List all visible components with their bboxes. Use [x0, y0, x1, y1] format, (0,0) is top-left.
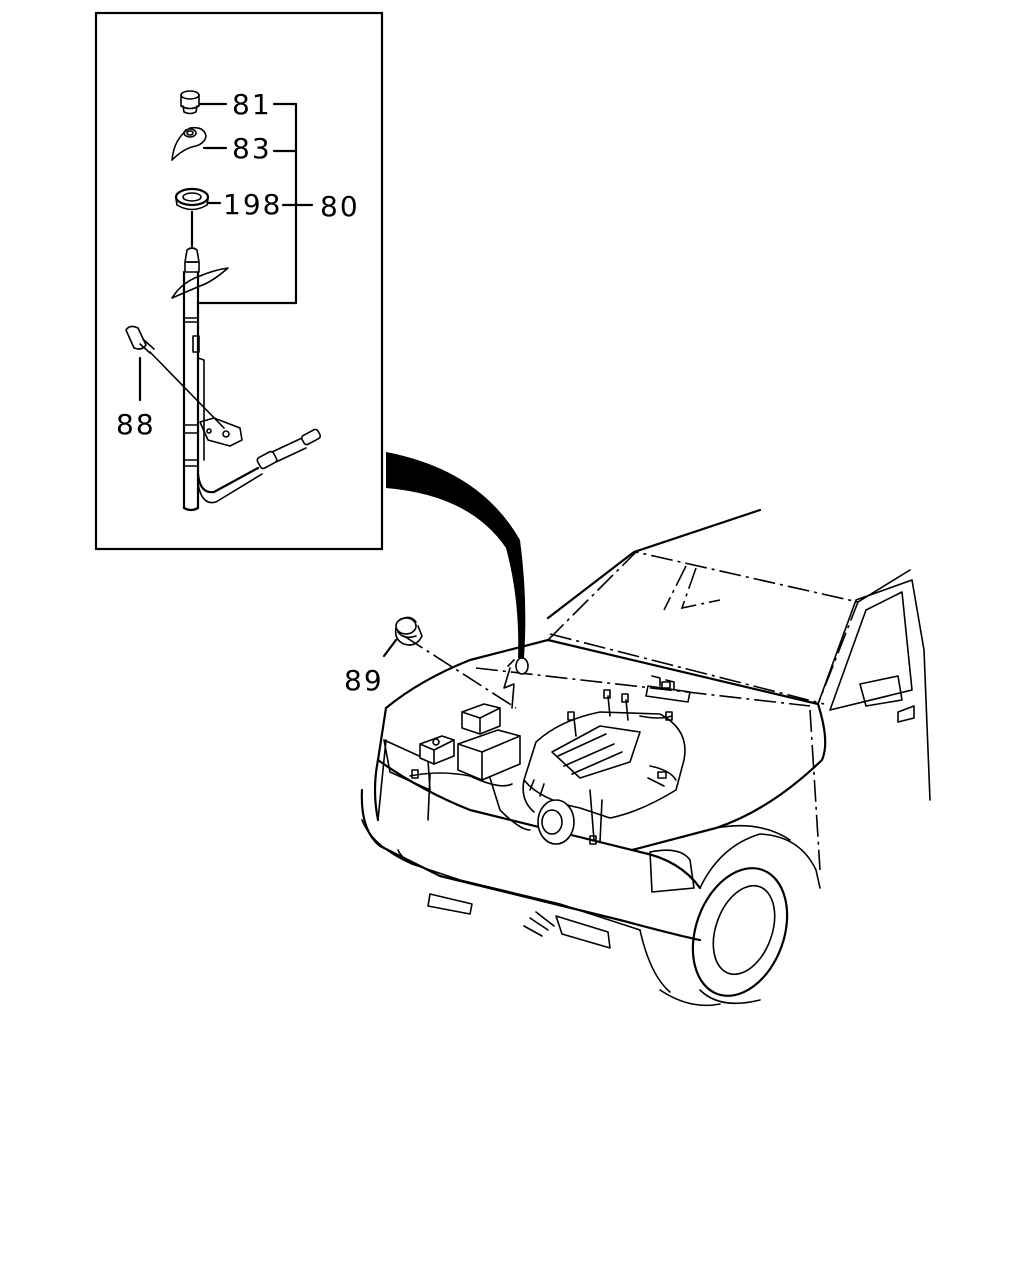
callout-leaders [190, 102, 314, 305]
callout-89: 89 [344, 664, 384, 697]
callout-198: 198 [223, 188, 282, 221]
location-pointer-arrow [386, 452, 526, 658]
callout-81: 81 [232, 88, 272, 121]
part-83-pad-icon [171, 126, 207, 161]
detail-inset: 81 83 198 80 88 [94, 11, 384, 551]
part-89-grommet-icon [382, 616, 423, 658]
part-88-screw-icon [125, 325, 225, 429]
callout-80: 80 [320, 190, 360, 223]
vehicle-front-view [360, 508, 931, 1007]
part-81-cap-nut-icon [180, 90, 200, 115]
callout-83: 83 [232, 132, 272, 165]
part-198-grommet-icon [174, 187, 210, 211]
inset-frame [94, 11, 384, 551]
engine-bay-icon [409, 675, 691, 845]
antenna-mast-icon [171, 247, 322, 512]
callout-88: 88 [116, 408, 156, 441]
front-wheel [691, 867, 789, 997]
